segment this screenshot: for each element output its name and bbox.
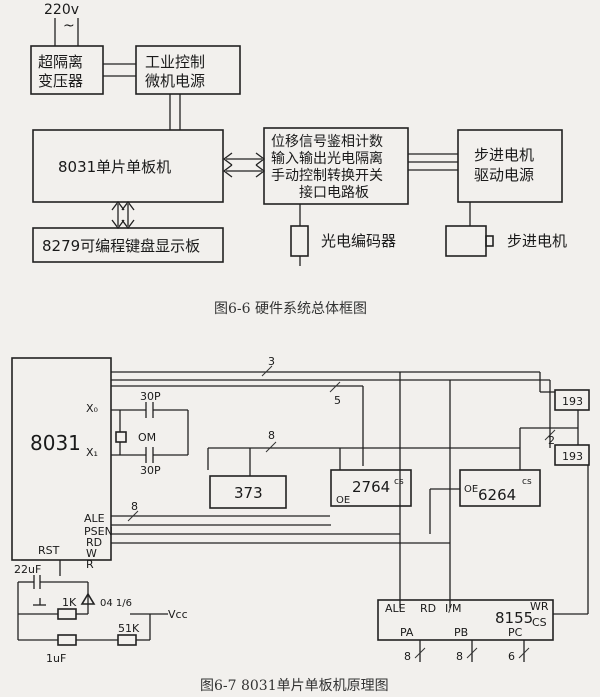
industrial-power-block bbox=[135, 45, 241, 95]
bus-width-3: 3 bbox=[268, 355, 275, 368]
cap-1uf-label: 1uF bbox=[46, 652, 66, 665]
bus-width-2: 2 bbox=[548, 434, 555, 447]
sram-label: 6264 bbox=[478, 486, 516, 504]
latch-label: 373 bbox=[234, 484, 263, 502]
industrial-power-line2: 微机电源 bbox=[145, 72, 205, 90]
stepper-motor-symbol bbox=[445, 225, 487, 257]
res-1k-symbol bbox=[57, 608, 77, 620]
pin-w: W bbox=[86, 547, 97, 560]
pio-wr: WR bbox=[530, 600, 549, 613]
figure-6-6: 220v ~ 超隔离 变压器 工业控制 微机电源 8031单片单板机 位移信号鉴… bbox=[30, 2, 567, 317]
eprom-2764-block bbox=[330, 469, 412, 507]
encoder-symbol bbox=[290, 225, 309, 257]
counter-top-label: 193 bbox=[562, 395, 583, 408]
mcu-interface-double-arrow bbox=[222, 152, 266, 178]
counter-193-bottom bbox=[554, 444, 590, 466]
inverter-gate bbox=[80, 592, 96, 605]
isolation-transformer-block bbox=[30, 45, 104, 95]
cap-22uf-label: 22uF bbox=[14, 563, 41, 576]
pin-r: R bbox=[86, 558, 94, 571]
eprom-cs: cs bbox=[394, 477, 404, 487]
sram-oe: OE bbox=[464, 484, 478, 495]
isolation-transformer-line1: 超隔离 bbox=[38, 53, 83, 71]
figure-6-7-caption: 图6-7 8031单片单板机原理图 bbox=[200, 678, 389, 694]
crystal-symbol bbox=[115, 431, 127, 443]
keyboard-display-label: 8279可编程键盘显示板 bbox=[42, 237, 200, 255]
vcc-label: Vcc bbox=[168, 608, 188, 621]
port-a-label: PA bbox=[400, 626, 414, 639]
interface-line2: 输入输出光电隔离 bbox=[271, 150, 383, 167]
pin-rd: RD bbox=[86, 536, 102, 549]
pio-cs: CS bbox=[532, 616, 547, 629]
latch-373-block bbox=[209, 475, 287, 509]
res-51k-label: 51K bbox=[118, 622, 140, 635]
pio-label: 8155 bbox=[495, 609, 533, 627]
cap-1uf-symbol bbox=[57, 634, 77, 646]
pio-rd: RD bbox=[420, 602, 436, 615]
figure-6-7: 8031 X₀ X₁ 3 5 30P OM 30P bbox=[11, 355, 590, 694]
mcu-keyboard-double-arrow bbox=[111, 200, 135, 230]
gate-label: 04 1/6 bbox=[100, 598, 132, 609]
stepper-driver-block bbox=[457, 129, 563, 203]
pin-x0: X₀ bbox=[86, 402, 99, 415]
keyboard-display-block bbox=[32, 227, 224, 263]
rst-label: RST bbox=[38, 544, 60, 557]
stepper-driver-line2: 驱动电源 bbox=[474, 166, 534, 184]
cap-top-label: 30P bbox=[140, 390, 161, 403]
bus-width-8-top: 8 bbox=[268, 429, 275, 442]
figure-6-6-caption: 图6-6 硬件系统总体框图 bbox=[214, 301, 367, 317]
pio-io: I/M bbox=[445, 602, 461, 615]
cap-bottom-label: 30P bbox=[140, 464, 161, 477]
bus-width-8-ale: 8 bbox=[131, 500, 138, 513]
pin-ale: ALE bbox=[84, 512, 105, 525]
ac-symbol: ~ bbox=[63, 18, 75, 34]
res-1k-label: 1K bbox=[62, 596, 77, 609]
bus-width-5: 5 bbox=[334, 394, 341, 407]
pio-8155-block bbox=[377, 599, 554, 641]
sram-cs: cs bbox=[522, 477, 532, 487]
pin-x1: X₁ bbox=[86, 446, 98, 459]
stepper-motor-label: 步进电机 bbox=[507, 232, 567, 250]
interface-line4: 接口电路板 bbox=[299, 184, 369, 201]
port-b-width: 8 bbox=[456, 650, 463, 663]
interface-board-block bbox=[263, 127, 409, 205]
counter-193-top bbox=[554, 389, 590, 411]
stepper-motor-shaft bbox=[485, 235, 494, 247]
stepper-driver-line1: 步进电机 bbox=[474, 146, 534, 164]
crystal-label: OM bbox=[138, 431, 156, 444]
res-51k-symbol bbox=[117, 634, 137, 646]
interface-line1: 位移信号鉴相计数 bbox=[271, 134, 383, 150]
port-c-width: 6 bbox=[508, 650, 515, 663]
port-a-width: 8 bbox=[404, 650, 411, 663]
cpu-label: 8031 bbox=[30, 431, 81, 455]
port-c-label: PC bbox=[508, 626, 523, 639]
eprom-oe: OE bbox=[336, 495, 350, 506]
encoder-label: 光电编码器 bbox=[321, 232, 396, 250]
pio-ale: ALE bbox=[385, 602, 406, 615]
cpu-8031-block bbox=[11, 357, 112, 561]
power-label: 220v bbox=[44, 2, 79, 18]
port-b-label: PB bbox=[454, 626, 468, 639]
industrial-power-line1: 工业控制 bbox=[145, 53, 205, 71]
interface-line3: 手动控制转换开关 bbox=[271, 167, 383, 184]
pin-psen: PSEN bbox=[84, 525, 113, 538]
eprom-label: 2764 bbox=[352, 478, 390, 496]
counter-bottom-label: 193 bbox=[562, 450, 583, 463]
sram-6264-block bbox=[459, 469, 541, 507]
mcu-board-label: 8031单片单板机 bbox=[58, 158, 171, 176]
isolation-transformer-line2: 变压器 bbox=[38, 72, 83, 90]
